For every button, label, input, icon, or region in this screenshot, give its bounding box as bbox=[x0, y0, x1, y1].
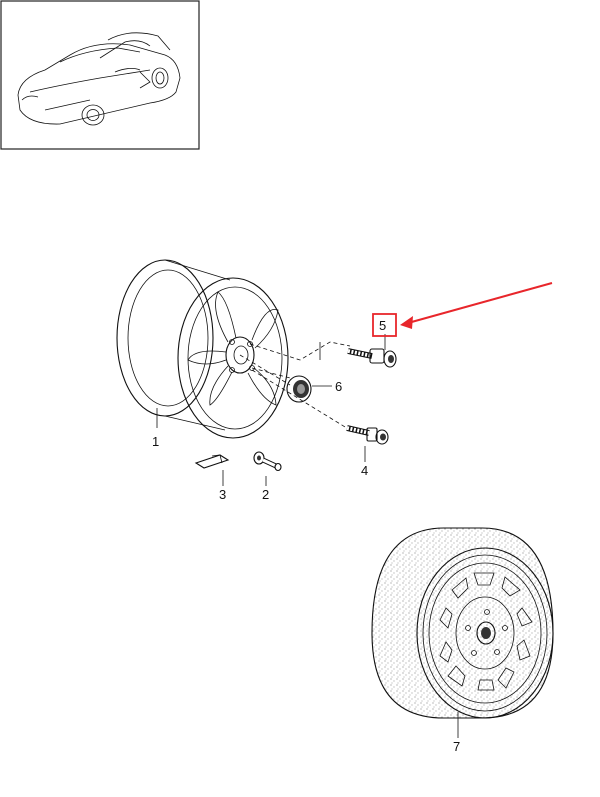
callout-5[interactable]: 5 bbox=[379, 318, 386, 333]
callout-7[interactable]: 7 bbox=[453, 739, 460, 754]
highlight-box bbox=[372, 313, 397, 337]
callout-2[interactable]: 2 bbox=[262, 487, 269, 502]
hub-cap[interactable] bbox=[286, 375, 312, 403]
assembly-lines bbox=[239, 341, 351, 431]
highlight-arrow-icon bbox=[400, 282, 553, 329]
callout-4[interactable]: 4 bbox=[361, 463, 368, 478]
wheel-rim[interactable] bbox=[116, 259, 289, 439]
wheel-bolt[interactable] bbox=[346, 425, 389, 445]
locking-wheel-bolt[interactable] bbox=[347, 348, 397, 368]
tyre-valve[interactable] bbox=[253, 451, 282, 472]
callout-1[interactable]: 1 bbox=[152, 434, 159, 449]
callout-3[interactable]: 3 bbox=[219, 487, 226, 502]
spare-wheel[interactable] bbox=[371, 527, 554, 719]
car-thumbnail[interactable] bbox=[0, 0, 200, 150]
balance-weight[interactable] bbox=[194, 454, 230, 469]
callout-6[interactable]: 6 bbox=[335, 379, 342, 394]
